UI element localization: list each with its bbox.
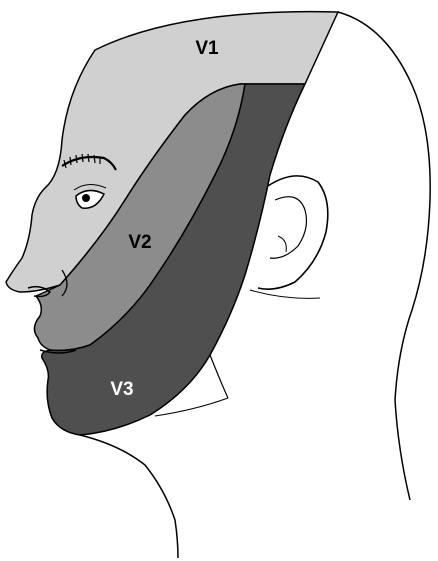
hairline-curve xyxy=(249,289,321,299)
v3-region xyxy=(40,83,307,436)
neck-shadow-line xyxy=(154,397,229,417)
ear-outline xyxy=(257,175,329,290)
ear-lobe-detail xyxy=(277,235,287,253)
v1-label: V1 xyxy=(195,38,219,59)
upper-eyelid-crease xyxy=(73,184,107,191)
eyebrow-hair-strokes xyxy=(63,153,101,169)
v2-label: V2 xyxy=(128,232,151,253)
ear-inner-fold xyxy=(269,196,308,259)
mouth-line xyxy=(39,349,77,354)
eye xyxy=(75,189,106,209)
eye-pupil xyxy=(82,194,90,202)
nasolabial-fold xyxy=(61,269,68,297)
jaw-angle-line xyxy=(209,354,229,399)
v3-label: V3 xyxy=(110,379,133,400)
nostril xyxy=(27,285,52,298)
head-back-outline xyxy=(337,11,431,501)
eyebrow xyxy=(61,155,117,171)
neck-front-outline xyxy=(79,434,179,559)
